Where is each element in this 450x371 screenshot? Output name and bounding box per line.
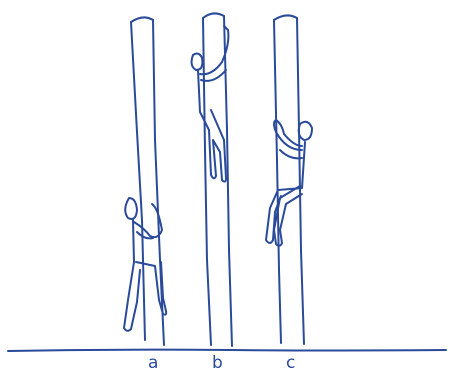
pole-label-b: b (212, 353, 223, 371)
climber-b (190, 25, 230, 183)
pole-c (273, 14, 305, 345)
ground-line (7, 348, 447, 352)
pole-label-c: c (286, 353, 295, 371)
pole-a (130, 16, 165, 346)
pole-b (202, 12, 233, 347)
climber-a (123, 197, 168, 332)
climber-c (265, 119, 313, 247)
pole-label-a: a (148, 353, 158, 371)
